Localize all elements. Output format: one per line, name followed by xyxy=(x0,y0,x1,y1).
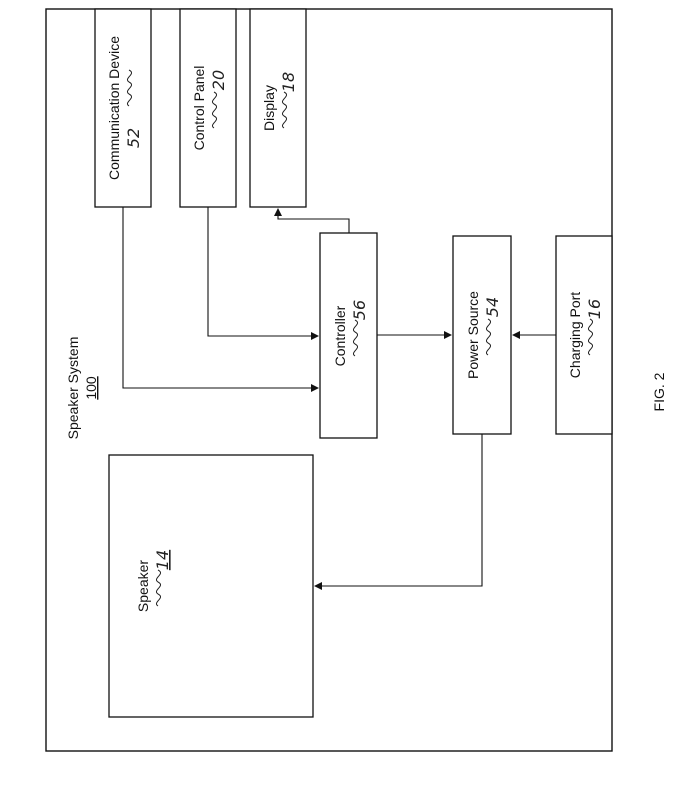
power-source-label: Power Source xyxy=(465,291,481,379)
communication-device-ref: 52 xyxy=(124,128,143,148)
connector-power-source-to-speaker xyxy=(315,434,482,586)
connector-control-panel-to-controller xyxy=(208,207,318,336)
speaker-ref: 14 xyxy=(153,550,172,570)
power-source-block xyxy=(453,236,511,434)
charging-port-ref: 16 xyxy=(585,299,604,319)
control-panel-label: Control Panel xyxy=(191,66,207,151)
display-ref: 18 xyxy=(279,72,298,92)
controller-block xyxy=(320,233,377,438)
power-source-ref: 54 xyxy=(483,297,502,317)
connector-communication-to-controller xyxy=(123,207,318,388)
control-panel-block xyxy=(180,9,236,207)
charging-port-block xyxy=(556,236,612,434)
system-ref: 100 xyxy=(83,376,99,400)
speaker-label: Speaker xyxy=(135,560,151,612)
connector-controller-to-display xyxy=(278,209,349,233)
control-panel-ref: 20 xyxy=(209,70,228,90)
display-block xyxy=(250,9,306,207)
controller-label: Controller xyxy=(332,305,348,366)
communication-device-block xyxy=(95,9,151,207)
display-label: Display xyxy=(261,85,277,131)
charging-port-label: Charging Port xyxy=(567,292,583,378)
figure-label: FIG. 2 xyxy=(651,372,667,411)
system-label: Speaker System xyxy=(65,337,81,440)
communication-device-label: Communication Device xyxy=(106,36,122,180)
controller-ref: 56 xyxy=(350,300,369,320)
